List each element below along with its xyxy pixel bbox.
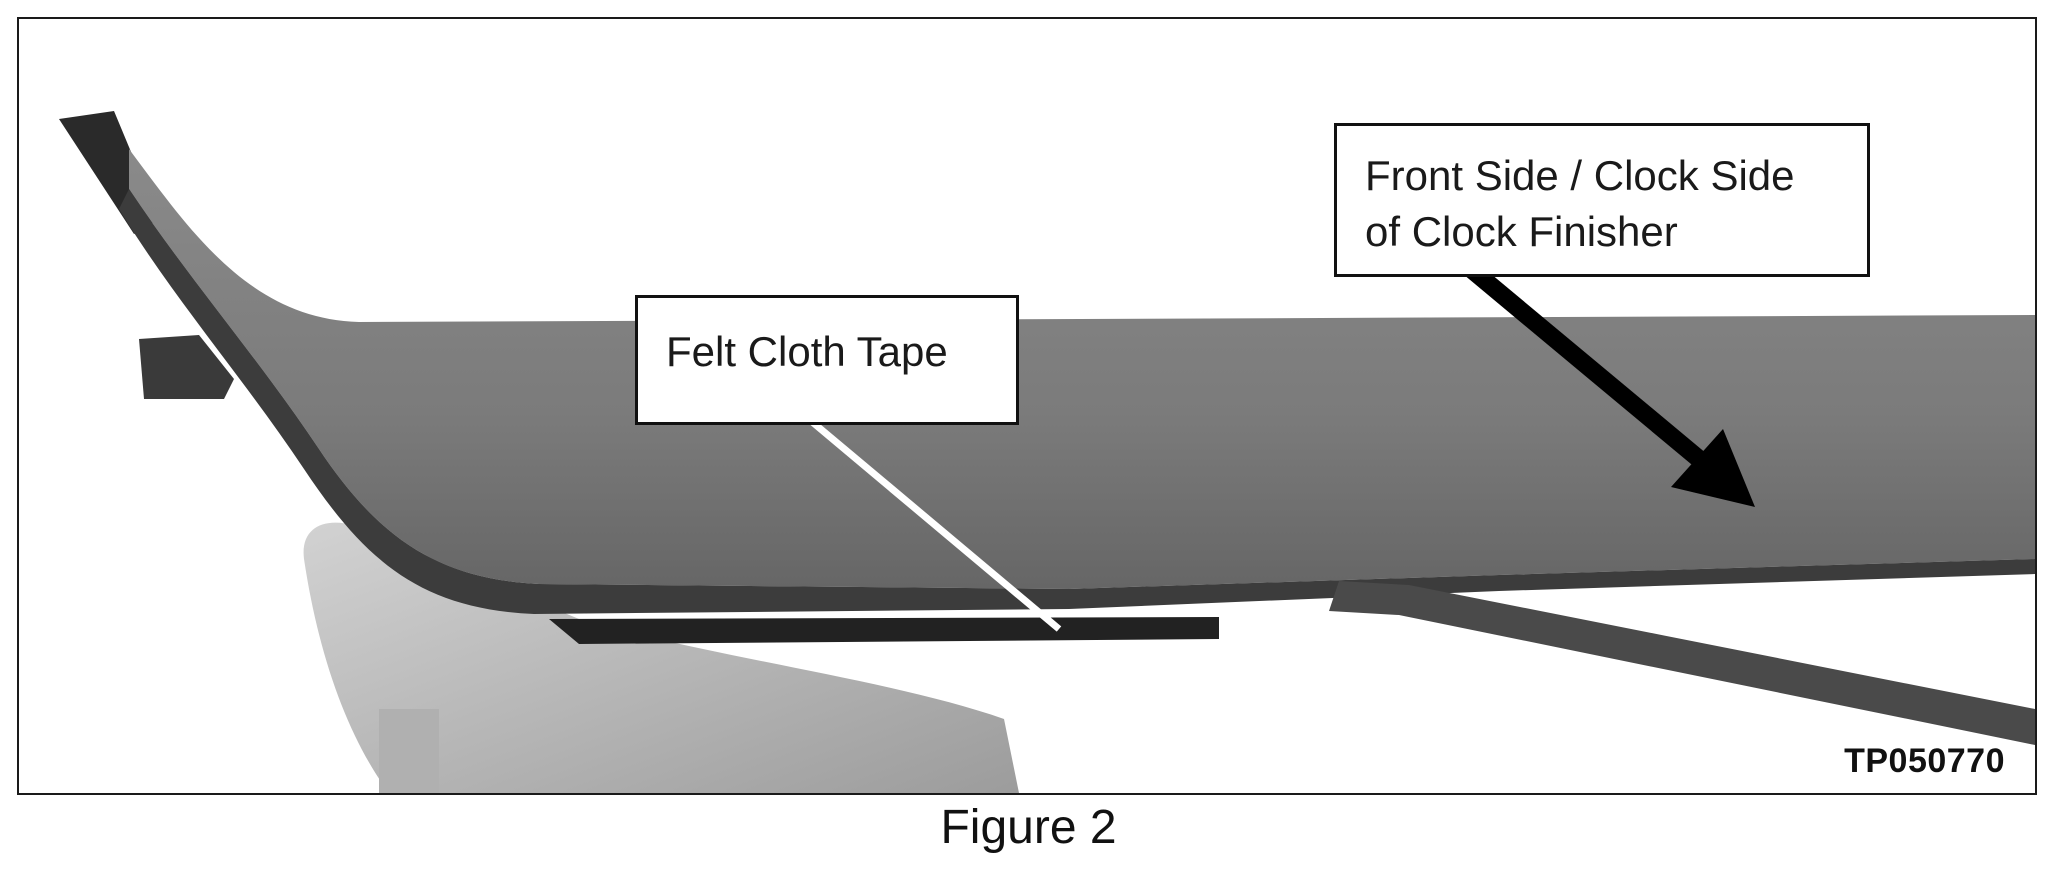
callout-front-side: Front Side / Clock Side of Clock Finishe… [1334,123,1870,277]
finisher-panel-shape [129,149,2035,589]
callout-felt-tape: Felt Cloth Tape [635,295,1019,425]
clock-finisher-photo [59,111,2035,793]
arrow-icon [1453,252,1755,507]
felt-tape-strip-shape [1329,581,2035,745]
felt-pointer-line [789,402,1062,632]
mounting-tab-shape [139,335,234,399]
figure-caption: Figure 2 [940,801,1117,854]
image-code: TP050770 [1844,742,2005,780]
figure-frame: Front Side / Clock Side of Clock Finishe… [17,17,2037,795]
callout-front-side-line1: Front Side / Clock Side [1365,152,1795,199]
felt-edge-shape [119,189,2035,614]
callout-front-side-line2: of Clock Finisher [1365,208,1678,255]
